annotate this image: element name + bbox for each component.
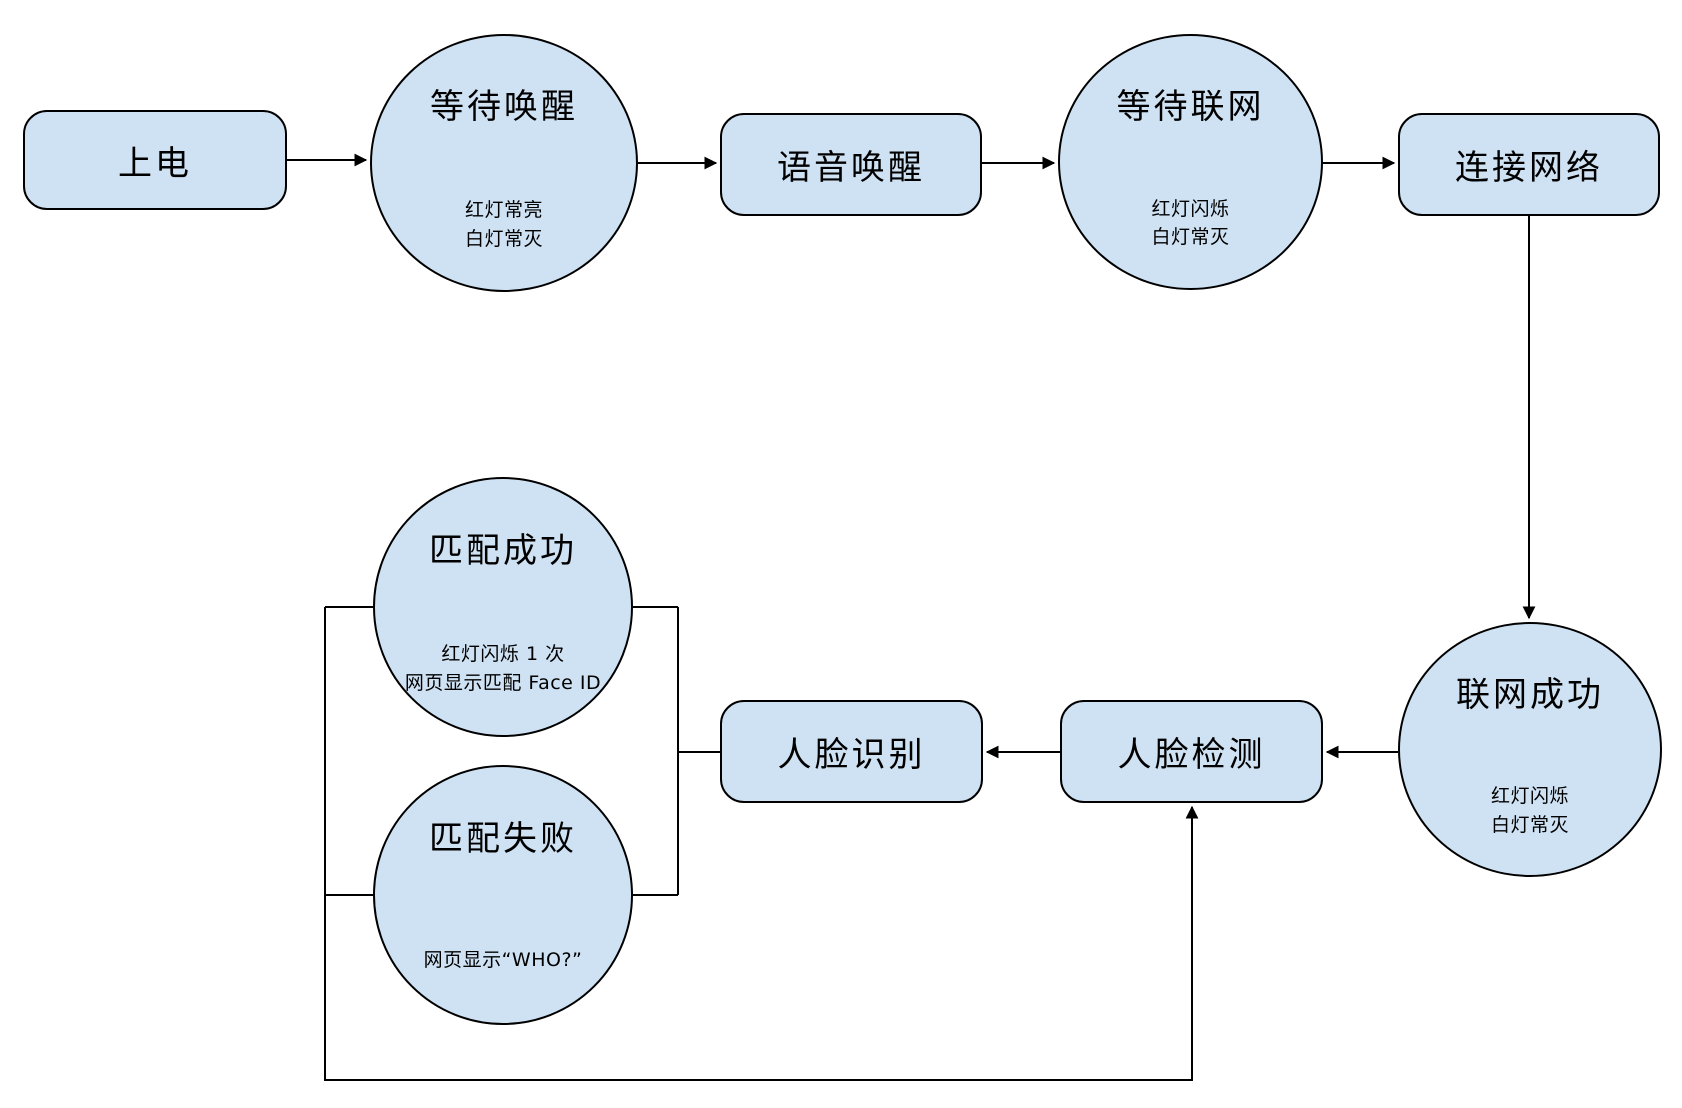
node-wait-network-status: 红灯闪烁 白灯常灭	[1151, 197, 1230, 249]
node-face-recognize-label: 人脸识别	[777, 735, 926, 775]
node-network-success: 联网成功 红灯闪烁 白灯常灭	[1398, 622, 1662, 877]
node-wait-wake-status: 红灯常亮 白灯常灭	[464, 199, 543, 250]
node-face-detect-label: 人脸检测	[1117, 735, 1266, 775]
node-match-fail-status: 网页显示“WHO?”	[423, 949, 583, 972]
node-face-recognize: 人脸识别	[720, 700, 983, 803]
node-voice-wake-label: 语音唤醒	[777, 148, 925, 188]
node-wait-network: 等待联网 红灯闪烁 白灯常灭	[1058, 34, 1323, 290]
bracket-facerecognize-to-match-nodes	[633, 606, 720, 896]
edge-loop-back-to-facedetect	[324, 607, 1199, 1081]
node-match-fail-title: 匹配失败	[429, 818, 577, 859]
node-power-on-label: 上电	[118, 143, 192, 184]
node-connect-network: 连接网络	[1398, 113, 1660, 216]
node-network-success-status: 红灯闪烁 白灯常灭	[1490, 785, 1569, 836]
node-match-success-status: 红灯闪烁 1 次 网页显示匹配 Face ID	[404, 643, 602, 694]
node-power-on: 上电	[23, 110, 287, 210]
node-match-fail: 匹配失败 网页显示“WHO?”	[373, 765, 633, 1025]
node-network-success-title: 联网成功	[1456, 674, 1604, 715]
node-wait-wake: 等待唤醒 红灯常亮 白灯常灭	[370, 34, 638, 292]
node-wait-wake-title: 等待唤醒	[430, 87, 578, 128]
bracket-match-nodes-left	[325, 606, 373, 896]
node-match-success-title: 匹配成功	[429, 530, 577, 571]
node-connect-network-label: 连接网络	[1455, 148, 1603, 188]
node-wait-network-title: 等待联网	[1116, 86, 1265, 127]
node-voice-wake: 语音唤醒	[720, 113, 982, 216]
node-face-detect: 人脸检测	[1060, 700, 1323, 803]
node-match-success: 匹配成功 红灯闪烁 1 次 网页显示匹配 Face ID	[373, 477, 633, 737]
